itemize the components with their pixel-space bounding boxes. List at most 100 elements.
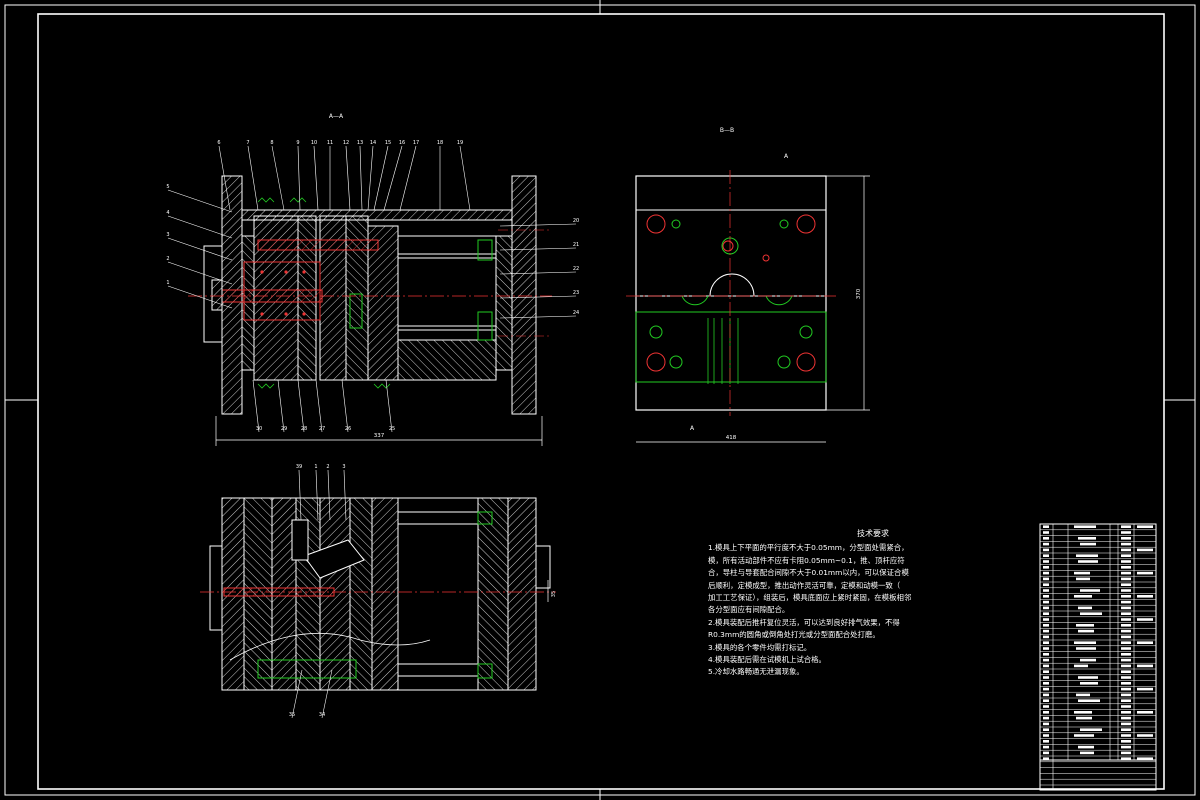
- dim-lower-small: 35: [551, 591, 557, 597]
- parts-cell-block: [1043, 612, 1049, 615]
- parts-cell-block: [1074, 734, 1094, 737]
- parts-cell-block: [1121, 745, 1131, 749]
- parts-cell-block: [1043, 647, 1049, 650]
- parts-cell-block: [1043, 664, 1049, 668]
- parts-cell-block: [1078, 606, 1092, 610]
- balloon-number: 9: [296, 140, 299, 146]
- parts-cell-block: [1043, 751, 1049, 755]
- parts-cell-block: [1121, 664, 1131, 668]
- parts-cell-block: [1137, 757, 1153, 760]
- parts-cell-block: [1080, 589, 1100, 592]
- parts-cell-block: [1121, 629, 1131, 633]
- balloon-label: 16: [383, 140, 405, 211]
- parts-cell-block: [1121, 653, 1131, 656]
- parts-cell-block: [1076, 577, 1090, 581]
- balloon-label: 14: [367, 140, 376, 211]
- balloon-label: 25: [385, 379, 395, 433]
- balloon-label: 21: [499, 242, 579, 251]
- tech-req-line: 模，所有活动部件不应有卡阻0.05mm~0.1，推、顶杆应符: [708, 555, 905, 565]
- balloon-number: 25: [389, 426, 395, 432]
- parts-cell-block: [1043, 711, 1049, 714]
- balloon-label: 10: [311, 140, 319, 211]
- balloon-number: 6: [217, 140, 220, 146]
- parts-cell-block: [1137, 571, 1153, 575]
- parts-cell-block: [1121, 699, 1131, 702]
- parts-cell-block: [1137, 734, 1153, 737]
- balloon-number: 3: [342, 464, 345, 470]
- parts-cell-block: [1121, 618, 1131, 621]
- balloon-label: 13: [357, 140, 363, 211]
- parts-cell-block: [1137, 525, 1153, 528]
- balloon-number: 1: [166, 280, 169, 286]
- balloon-label: 27: [315, 379, 325, 433]
- parts-cell-block: [1137, 548, 1153, 552]
- parts-cell-block: [1121, 635, 1131, 639]
- balloon-label: 24: [499, 310, 579, 319]
- parts-cell-block: [1043, 537, 1049, 540]
- parts-cell-block: [1080, 682, 1098, 685]
- parts-cell-block: [1043, 600, 1049, 604]
- parts-cell-block: [1080, 658, 1096, 662]
- parts-cell-block: [1076, 554, 1098, 557]
- parts-cell-block: [1137, 711, 1153, 714]
- balloon-number: 26: [345, 426, 351, 432]
- balloon-number: 13: [357, 140, 363, 146]
- parts-cell-block: [1121, 595, 1131, 598]
- balloon-label: 15: [373, 140, 391, 211]
- parts-cell-block: [1121, 542, 1131, 546]
- tech-req-line: R0.3mm的圆角或倒角处打光或分型面配合处打磨。: [708, 630, 880, 640]
- tech-req-line: 加工工艺保证），组装后，模具底面应上紧时紧固，在模板相邻: [708, 593, 912, 603]
- parts-cell-block: [1121, 711, 1131, 714]
- parts-list-title-block: [1039, 523, 1157, 791]
- balloon-number: 27: [319, 426, 325, 432]
- parts-cell-block: [1121, 566, 1131, 569]
- parts-cell-block: [1121, 647, 1131, 650]
- parts-cell-block: [1080, 542, 1096, 546]
- balloon-number: 12: [343, 140, 349, 146]
- balloon-label: 7: [246, 140, 259, 211]
- parts-cell-block: [1078, 676, 1098, 679]
- parts-cell-block: [1121, 705, 1131, 708]
- parts-cell-block: [1043, 728, 1049, 731]
- lower-section-view: 35: [200, 497, 557, 691]
- parts-cell-block: [1121, 560, 1131, 563]
- parts-cell-block: [1043, 653, 1049, 656]
- balloon-number: 21: [573, 242, 579, 248]
- parts-cell-block: [1121, 548, 1131, 552]
- parts-cell-block: [1137, 687, 1153, 691]
- balloon-number: 16: [399, 140, 405, 146]
- balloon-label: 6: [217, 140, 231, 211]
- parts-cell-block: [1137, 618, 1153, 621]
- parts-cell-block: [1043, 676, 1049, 679]
- balloon-label: 35: [289, 669, 303, 719]
- parts-cell-block: [1121, 589, 1131, 592]
- tech-req-line: 后顺利，定模成型，推出动作灵活可靠，定模和动模一致（: [708, 580, 901, 590]
- parts-cell-block: [1078, 629, 1094, 633]
- balloon-number: 10: [311, 140, 317, 146]
- parts-cell-block: [1043, 589, 1049, 592]
- parts-cell-block: [1078, 699, 1100, 702]
- technical-requirements: 技术要求 1.模具上下平面的平行度不大于0.05mm，分型面处需紧合， 模，所有…: [708, 528, 1038, 679]
- parts-cell-block: [1121, 716, 1131, 720]
- balloon-number: 34: [319, 712, 325, 718]
- section-bb-view: B—B A A 418 37: [626, 127, 870, 443]
- parts-cell-block: [1076, 647, 1096, 650]
- parts-cell-block: [1137, 595, 1153, 598]
- parts-cell-block: [1043, 757, 1049, 760]
- tech-req-line: 2.模具装配后推杆复位灵活，可以达到良好排气效果，不得: [708, 617, 900, 627]
- balloon-number: 1: [314, 464, 317, 470]
- parts-cell-block: [1121, 676, 1131, 679]
- parts-cell-block: [1121, 537, 1131, 540]
- balloon-number: 30: [256, 426, 262, 432]
- parts-cell-block: [1043, 670, 1049, 673]
- balloon-number: 15: [385, 140, 391, 146]
- balloon-label: 2: [326, 464, 331, 521]
- balloon-number: 2: [326, 464, 329, 470]
- parts-cell-block: [1121, 583, 1131, 586]
- balloon-number: 18: [437, 140, 443, 146]
- balloon-label: 23: [499, 290, 579, 299]
- balloon-number: 4: [166, 210, 169, 216]
- parts-cell-block: [1043, 740, 1049, 743]
